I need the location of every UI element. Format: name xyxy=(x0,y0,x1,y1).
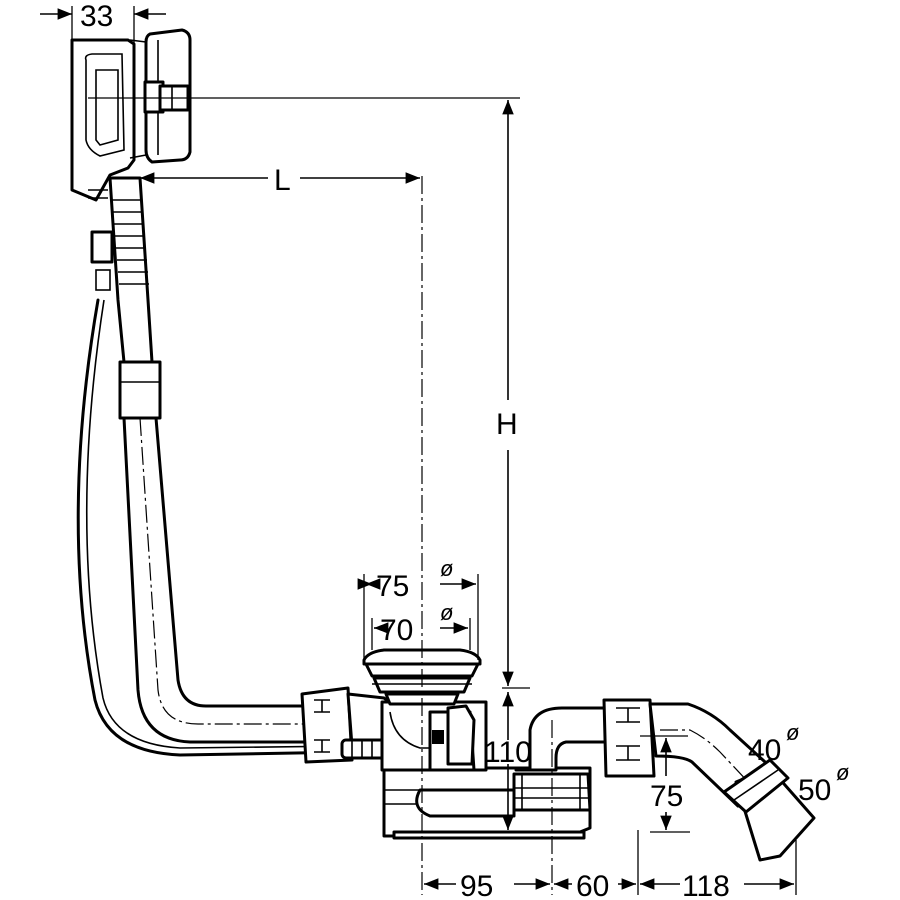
label-75-plug: 75 xyxy=(376,570,409,603)
dimension-33: 33 xyxy=(40,0,166,44)
label-95: 95 xyxy=(460,870,493,900)
corrugated-hose xyxy=(88,176,154,364)
trap-body xyxy=(380,700,592,840)
overflow-pipe xyxy=(118,360,310,744)
label-75-drop: 75 xyxy=(650,780,683,813)
dimension-95: 95 xyxy=(424,870,550,900)
dimension-118: 118 xyxy=(640,870,794,900)
label-70-plug: 70 xyxy=(380,614,413,647)
label-H: H xyxy=(496,408,518,441)
dimension-L: L xyxy=(140,164,420,197)
dimension-60: 60 xyxy=(554,870,636,900)
dimension-50-dia: 50 ø xyxy=(798,760,849,807)
label-118: 118 xyxy=(682,870,730,900)
label-L: L xyxy=(274,164,291,197)
dimension-H: H xyxy=(496,100,518,686)
label-110: 110 xyxy=(484,736,532,769)
dimension-75-dia: 75 ø xyxy=(357,556,479,660)
label-33: 33 xyxy=(80,0,113,33)
pipe-nut-left xyxy=(300,686,354,764)
label-40: 40 xyxy=(748,734,781,767)
dimension-40-dia: 40 ø xyxy=(748,720,799,767)
label-50-dia: ø xyxy=(836,760,849,785)
label-75-plug-dia: ø xyxy=(440,556,453,581)
dimension-70-dia: 70 ø xyxy=(371,600,471,650)
bowden-cable xyxy=(76,298,354,757)
label-70-plug-dia: ø xyxy=(440,600,453,625)
outlet-elbow xyxy=(514,698,816,862)
label-50: 50 xyxy=(798,774,831,807)
label-60: 60 xyxy=(576,870,609,900)
dimension-110: 110 xyxy=(484,692,532,830)
dimension-75-drop: 75 xyxy=(640,735,690,833)
overflow-head xyxy=(70,28,192,202)
label-40-dia: ø xyxy=(786,720,799,745)
